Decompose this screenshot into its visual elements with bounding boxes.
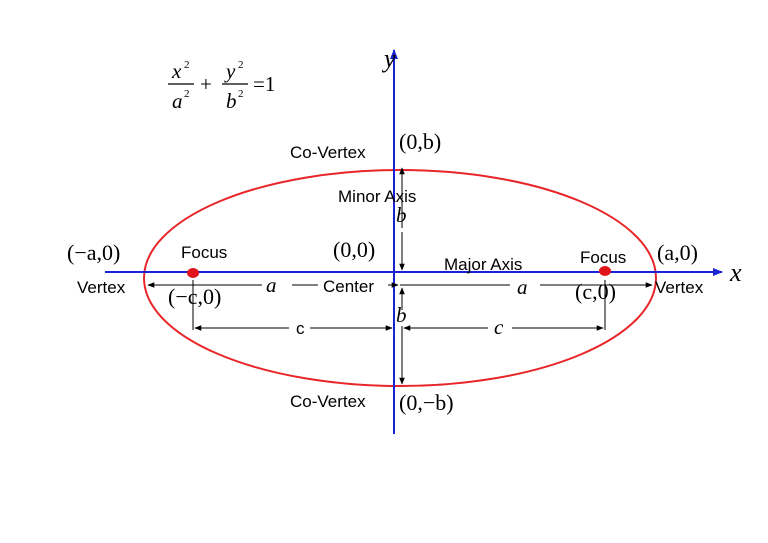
x-axis-label: x bbox=[729, 258, 742, 287]
ellipse-equation: x 2 a 2 + y 2 b 2 =1 bbox=[168, 59, 275, 113]
a-left-label: a bbox=[266, 273, 277, 297]
vertex-right-label: Vertex bbox=[655, 278, 704, 297]
equation-y-numerator: y bbox=[224, 59, 236, 83]
left-focus-coord: (−c,0) bbox=[168, 284, 221, 309]
vertex-left-label: Vertex bbox=[77, 278, 126, 297]
equation-plus: + bbox=[200, 72, 212, 96]
equation-equals-one: =1 bbox=[253, 72, 275, 96]
right-focus-coord: (c,0) bbox=[575, 279, 616, 304]
origin-coord: (0,0) bbox=[333, 237, 375, 262]
equation-y-denominator: b bbox=[226, 89, 237, 113]
center-label: Center bbox=[323, 277, 374, 296]
focus-right-label: Focus bbox=[580, 248, 626, 267]
equation-y-exponent: 2 bbox=[238, 59, 244, 71]
equation-x-numerator: x bbox=[171, 59, 182, 83]
y-axis-label: y bbox=[381, 44, 396, 73]
b-upper-label: b bbox=[396, 203, 407, 227]
left-focus-point bbox=[187, 268, 199, 278]
minor-axis-label: Minor Axis bbox=[338, 187, 416, 206]
c-right-label: c bbox=[494, 315, 504, 339]
focus-left-label: Focus bbox=[181, 243, 227, 262]
co-vertex-top-label: Co-Vertex bbox=[290, 143, 366, 162]
co-vertex-bottom-label: Co-Vertex bbox=[290, 392, 366, 411]
equation-y-den-exponent: 2 bbox=[238, 88, 244, 100]
left-vertex-coord: (−a,0) bbox=[67, 240, 120, 265]
equation-x-exponent: 2 bbox=[184, 59, 190, 71]
equation-x-den-exponent: 2 bbox=[184, 88, 190, 100]
c-left-label: c bbox=[296, 319, 305, 338]
co-vertex-bottom-coord: (0,−b) bbox=[399, 390, 454, 415]
right-vertex-coord: (a,0) bbox=[657, 240, 698, 265]
right-focus-point bbox=[599, 266, 611, 276]
co-vertex-top-coord: (0,b) bbox=[399, 129, 441, 154]
equation-x-denominator: a bbox=[172, 89, 183, 113]
major-axis-label: Major Axis bbox=[444, 255, 522, 274]
b-lower-label: b bbox=[396, 303, 407, 327]
a-right-label: a bbox=[517, 275, 528, 299]
